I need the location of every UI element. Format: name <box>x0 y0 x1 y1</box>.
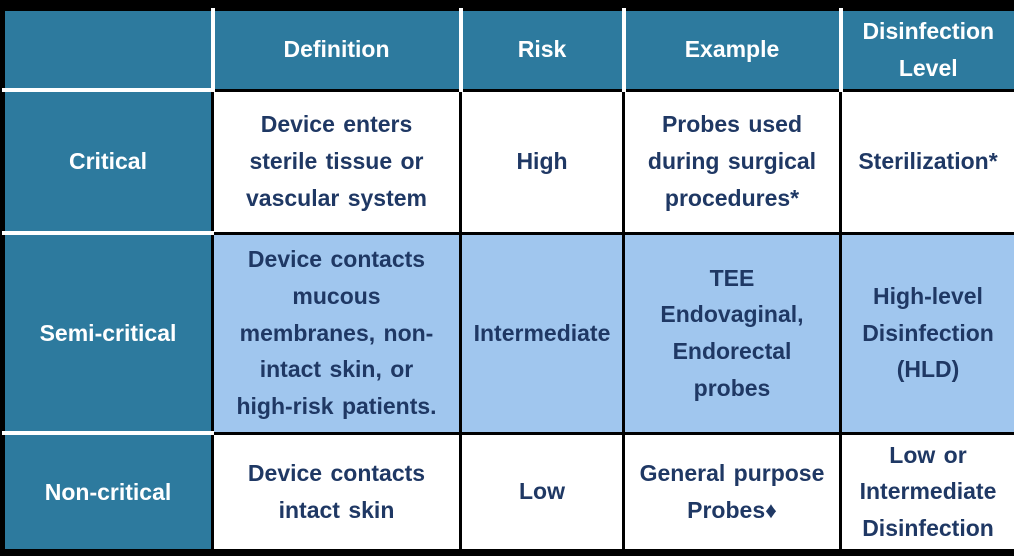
device-classification-table-wrap: Definition Risk Example Disinfection Lev… <box>2 8 1017 552</box>
cell-semi-critical-definition: Device contacts mucous membranes, non- i… <box>211 231 462 435</box>
corner-cell <box>2 8 215 93</box>
column-header-risk: Risk <box>459 8 626 92</box>
column-header-disinfection-level: Disinfection Level <box>839 8 1017 92</box>
header-row: Definition Risk Example Disinfection Lev… <box>2 8 1017 93</box>
table-row-semi-critical: Semi-critical Device contacts mucous mem… <box>2 231 1017 436</box>
table-row-critical: Critical Device enters sterile tissue or… <box>2 88 1017 236</box>
cell-non-critical-disinfection-level: Low or Intermediate Disinfection <box>839 431 1017 552</box>
cell-critical-definition: Device enters sterile tissue or vascular… <box>211 88 462 235</box>
cell-critical-example: Probes used during surgical procedures* <box>622 88 842 235</box>
cell-non-critical-example: General purpose Probes♦ <box>622 431 842 552</box>
cell-semi-critical-risk: Intermediate <box>459 231 625 435</box>
device-classification-table: Definition Risk Example Disinfection Lev… <box>2 8 1017 552</box>
cell-semi-critical-disinfection-level: High-level Disinfection (HLD) <box>839 231 1017 435</box>
cell-non-critical-risk: Low <box>459 431 625 552</box>
column-header-example: Example <box>622 8 843 92</box>
table-row-non-critical: Non-critical Device contacts intact skin… <box>2 431 1017 552</box>
cell-semi-critical-example: TEE Endovaginal, Endorectal probes <box>622 231 842 435</box>
cell-critical-risk: High <box>459 88 625 235</box>
cell-critical-disinfection-level: Sterilization* <box>839 88 1017 235</box>
right-white-edge-strip <box>1014 0 1031 556</box>
column-header-definition: Definition <box>211 8 463 92</box>
row-header-critical: Critical <box>2 88 214 236</box>
cell-non-critical-definition: Device contacts intact skin <box>211 431 462 552</box>
row-header-semi-critical: Semi-critical <box>2 231 214 436</box>
row-header-non-critical: Non-critical <box>2 431 214 552</box>
